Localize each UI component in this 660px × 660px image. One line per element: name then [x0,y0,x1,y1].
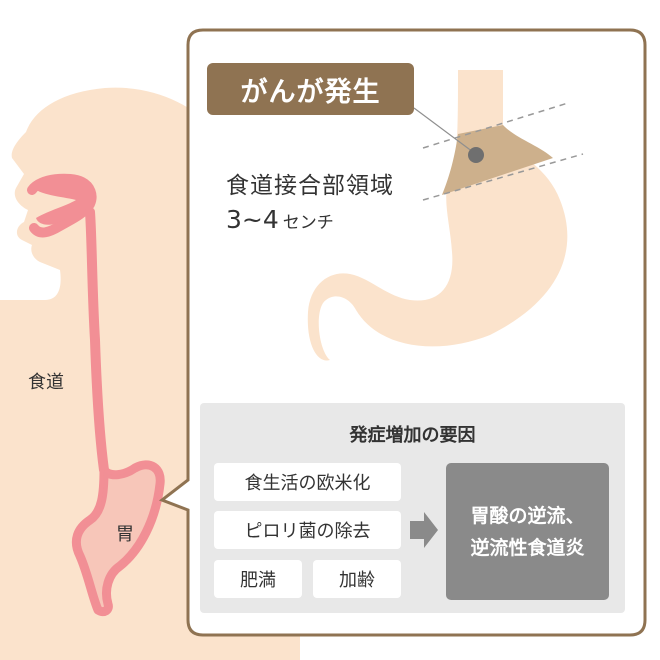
factors-title: 発症増加の要因 [349,425,476,446]
junction-zone [442,125,553,195]
factors-arrow [410,512,438,548]
mouth-cavity [30,175,94,225]
tumor-leader-line [413,107,474,153]
stomach-fill [76,464,161,612]
stomach-label: 胃 [116,524,134,545]
esophagus-label: 食道 [28,372,64,393]
factor-westernized-diet: 食生活の欧米化 [214,463,401,501]
factor-pylori-removal: ピロリ菌の除去 [214,511,401,549]
result-box: 胃酸の逆流、 逆流性食道炎 [446,463,609,600]
junction-size-unit: センチ [282,213,334,233]
tumor-dot [468,147,484,163]
junction-upper-dashed [422,102,569,149]
factor-aging: 加齢 [313,560,401,598]
junction-lower-dashed [422,153,584,201]
junction-region-label: 食道接合部領域 [226,173,394,199]
factor-obesity: 肥満 [214,560,302,598]
cancer-onset-badge: がんが発生 [207,63,414,115]
result-line-2: 逆流性食道炎 [470,536,585,559]
result-line-1: 胃酸の逆流、 [470,504,585,527]
junction-size-value: 3~4 [226,205,279,234]
stomach-shape [71,460,165,617]
